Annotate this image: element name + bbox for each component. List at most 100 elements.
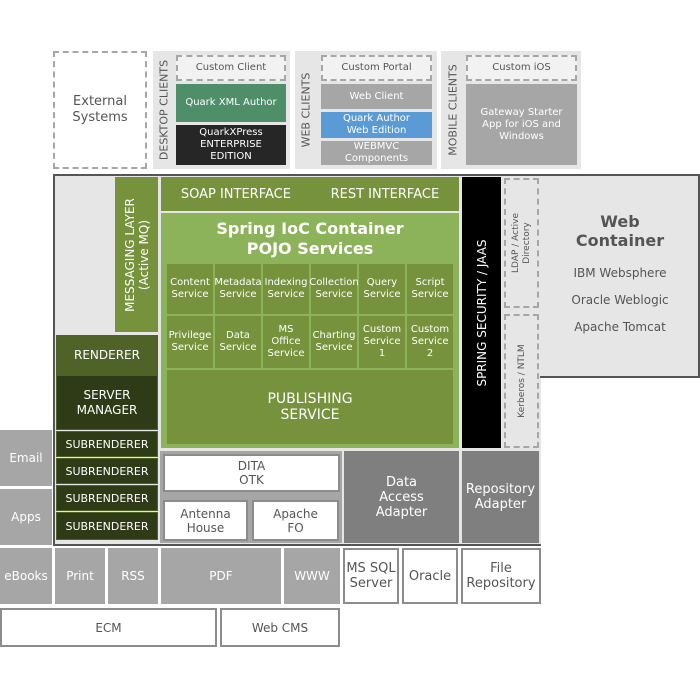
server-manager: SERVER MANAGER bbox=[56, 375, 158, 430]
service-label: Collection Service bbox=[309, 277, 359, 300]
apache-fo-box: Apache FO bbox=[252, 500, 339, 541]
ecm-label: ECM bbox=[95, 620, 122, 635]
custom-client-label: Custom Client bbox=[195, 62, 267, 73]
messaging-layer-label: MESSAGING LAYER (Active MQ) bbox=[122, 197, 151, 312]
antenna-house-box: Antenna House bbox=[163, 500, 248, 541]
ldap-box: LDAP / Active Directory bbox=[504, 178, 539, 308]
oracle-box: Oracle bbox=[402, 548, 458, 604]
gateway-box: Gateway Starter App for iOS and Windows bbox=[466, 84, 577, 165]
data-access-adapter-label: Data Access Adapter bbox=[375, 474, 428, 520]
web-client-box: Web Client bbox=[321, 84, 432, 109]
output-rss: RSS bbox=[108, 548, 158, 604]
subrenderer-label: SUBRENDERER bbox=[65, 464, 149, 478]
service-query: Query Service bbox=[359, 264, 405, 314]
ms-sql-server-label: MS SQL Server bbox=[346, 561, 396, 591]
service-indexing: Indexing Service bbox=[263, 264, 309, 314]
custom-client-box: Custom Client bbox=[176, 55, 286, 81]
data-access-adapter: Data Access Adapter bbox=[344, 451, 459, 543]
output-ebooks: eBooks bbox=[0, 548, 52, 604]
service-label: Content Service bbox=[170, 277, 210, 300]
server-manager-label: SERVER MANAGER bbox=[76, 387, 138, 417]
subrenderer-2: SUBRENDERER bbox=[56, 458, 158, 484]
gateway-label: Gateway Starter App for iOS and Windows bbox=[480, 106, 563, 142]
service-label: Script Service bbox=[411, 277, 449, 300]
output-pdf: PDF bbox=[161, 548, 281, 604]
web-clients-title: WEB CLIENTS bbox=[299, 72, 313, 148]
repository-adapter: Repository Adapter bbox=[462, 451, 539, 543]
mobile-clients-panel: MOBILE CLIENTS Custom iOS Gateway Starte… bbox=[441, 51, 581, 169]
web-client-label: Web Client bbox=[349, 90, 404, 102]
service-content: Content Service bbox=[167, 264, 213, 314]
service-custom-1: Custom Service 1 bbox=[359, 316, 405, 368]
spring-ioc-label: Spring IoC Container POJO Services bbox=[216, 219, 404, 258]
output-print: Print bbox=[55, 548, 105, 604]
service-ms-office: MS Office Service bbox=[263, 316, 309, 368]
web-cms-label: Web CMS bbox=[251, 620, 309, 635]
custom-ios-box: Custom iOS bbox=[466, 55, 577, 81]
service-label: Custom Service 1 bbox=[362, 324, 402, 359]
oracle-label: Oracle bbox=[408, 568, 452, 584]
service-label: Privilege Service bbox=[168, 330, 212, 353]
repository-adapter-label: Repository Adapter bbox=[465, 482, 536, 512]
renderer-label: RENDERER bbox=[74, 348, 140, 362]
apps-label: Apps bbox=[11, 510, 41, 524]
desktop-clients-title: DESKTOP CLIENTS bbox=[157, 59, 171, 161]
service-label: Indexing Service bbox=[264, 277, 308, 300]
webmvc-label: WEBMVC Components bbox=[344, 141, 409, 164]
webmvc-box: WEBMVC Components bbox=[321, 141, 432, 165]
quarkxpress-label: QuarkXPress ENTERPRISE EDITION bbox=[199, 127, 263, 162]
publishing-service: PUBLISHING SERVICE bbox=[167, 370, 453, 444]
service-charting: Charting Service bbox=[311, 316, 357, 368]
publishing-service-label: PUBLISHING SERVICE bbox=[267, 391, 353, 423]
email-box: Email bbox=[0, 430, 52, 486]
ms-sql-server-box: MS SQL Server bbox=[343, 548, 399, 604]
service-label: Query Service bbox=[363, 277, 401, 300]
ecm-box: ECM bbox=[0, 608, 217, 647]
desktop-clients-panel: DESKTOP CLIENTS Custom Client Quark XML … bbox=[153, 51, 290, 169]
subrenderer-1: SUBRENDERER bbox=[56, 431, 158, 457]
external-systems-box: External Systems bbox=[53, 51, 147, 169]
service-custom-2: Custom Service 2 bbox=[407, 316, 453, 368]
service-label: Data Service bbox=[219, 330, 257, 353]
web-container-item-tomcat: Apache Tomcat bbox=[574, 320, 666, 334]
quarkxpress-box: QuarkXPress ENTERPRISE EDITION bbox=[176, 125, 286, 165]
antenna-house-label: Antenna House bbox=[180, 506, 231, 535]
service-label: Charting Service bbox=[312, 330, 356, 353]
subrenderer-3: SUBRENDERER bbox=[56, 485, 158, 511]
external-systems-label: External Systems bbox=[72, 94, 128, 125]
apps-box: Apps bbox=[0, 489, 52, 545]
output-label: Print bbox=[66, 569, 94, 583]
dita-otk-label: DITA OTK bbox=[237, 459, 266, 487]
apache-fo-label: Apache FO bbox=[273, 506, 318, 535]
output-label: eBooks bbox=[4, 569, 48, 583]
soap-interface: SOAP INTERFACE bbox=[180, 186, 291, 202]
output-label: RSS bbox=[121, 569, 145, 583]
subrenderer-4: SUBRENDERER bbox=[56, 512, 158, 540]
output-label: PDF bbox=[209, 569, 233, 583]
email-label: Email bbox=[9, 451, 43, 465]
mobile-clients-title: MOBILE CLIENTS bbox=[446, 64, 460, 156]
web-container-item-weblogic: Oracle Weblogic bbox=[571, 293, 669, 307]
web-container-content: Web Container IBM Websphere Oracle Weblo… bbox=[540, 212, 700, 342]
service-script: Script Service bbox=[407, 264, 453, 314]
spring-security: SPRING SECURITY / JAAS bbox=[462, 177, 501, 448]
kerberos-box: Kerberos / NTLM bbox=[504, 314, 539, 448]
service-collection: Collection Service bbox=[309, 264, 359, 314]
web-clients-panel: WEB CLIENTS Custom Portal Web Client Qua… bbox=[295, 51, 437, 169]
subrenderer-label: SUBRENDERER bbox=[65, 491, 149, 505]
web-container bbox=[540, 174, 700, 378]
interface-bar: SOAP INTERFACE REST INTERFACE bbox=[161, 177, 459, 211]
service-data: Data Service bbox=[215, 316, 261, 368]
rest-interface: REST INTERFACE bbox=[330, 186, 440, 202]
service-label: Metadata Service bbox=[214, 277, 262, 300]
dita-otk-box: DITA OTK bbox=[163, 454, 340, 492]
output-www: WWW bbox=[284, 548, 340, 604]
kerberos-label: Kerberos / NTLM bbox=[516, 344, 527, 418]
quark-xml-author-box: Quark XML Author bbox=[176, 84, 286, 122]
renderer: RENDERER bbox=[56, 335, 158, 375]
file-repository-box: File Repository bbox=[461, 548, 541, 604]
service-privilege: Privilege Service bbox=[167, 316, 213, 368]
output-label: WWW bbox=[294, 569, 330, 583]
subrenderer-label: SUBRENDERER bbox=[65, 437, 149, 451]
service-metadata: Metadata Service bbox=[214, 264, 262, 314]
